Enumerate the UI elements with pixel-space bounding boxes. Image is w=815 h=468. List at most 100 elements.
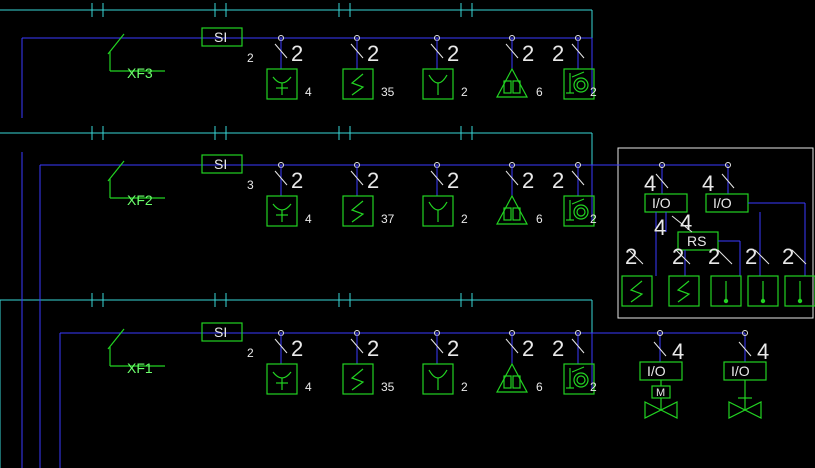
- device: 26: [495, 35, 543, 99]
- device: 22: [552, 330, 597, 395]
- device-subcount: 37: [381, 212, 395, 226]
- sensor-s-icon: [342, 363, 374, 395]
- device: 24: [266, 35, 312, 100]
- device-count: 2: [447, 336, 459, 361]
- device-count: 2: [367, 336, 379, 361]
- sensor-s-icon: [342, 68, 374, 100]
- device-subcount: 2: [590, 212, 597, 226]
- panel-count-io-left: 4: [644, 171, 656, 196]
- rs-module-label: RS: [687, 233, 706, 249]
- actuator-count-left: 4: [672, 339, 684, 364]
- device-subcount: 4: [305, 380, 312, 394]
- motor-valve-icon: M: [644, 380, 678, 419]
- sensor-y-icon: [422, 363, 454, 395]
- device: 2 35: [342, 330, 395, 395]
- actuator-io-left-label: I/O: [647, 363, 666, 379]
- actuator-count-right: 4: [757, 339, 769, 364]
- si-label: SI: [214, 29, 227, 45]
- device-count: 2: [552, 336, 564, 361]
- panel-count-io-right: 4: [702, 171, 714, 196]
- alarm-triangle-icon: [495, 362, 529, 393]
- si-box: [201, 154, 243, 174]
- device-subcount: 4: [305, 85, 312, 99]
- si-count: 2: [247, 346, 254, 360]
- si-label: SI: [214, 324, 227, 340]
- sensor-s-icon: [629, 280, 644, 303]
- si-count: 2: [247, 51, 254, 65]
- panel-field-count: 2: [625, 244, 637, 269]
- device: 24: [266, 330, 312, 395]
- panel-field-device: 2: [621, 244, 653, 307]
- device: 22: [422, 162, 468, 227]
- device: 24: [266, 162, 312, 227]
- si-box: [201, 27, 243, 47]
- speaker-icon: [563, 68, 595, 100]
- speaker-icon: [563, 195, 595, 227]
- device-count: 2: [447, 168, 459, 193]
- device-subcount: 4: [305, 212, 312, 226]
- sensor-y-icon: [422, 195, 454, 227]
- si-label: SI: [214, 156, 227, 172]
- device-count: 2: [291, 168, 303, 193]
- io-module-left-label: I/O: [652, 195, 671, 211]
- device-count: 2: [447, 41, 459, 66]
- device: 22: [552, 162, 597, 227]
- breaker-switch-icon: [107, 328, 125, 350]
- device: 2 37: [342, 162, 395, 227]
- conduit-markers: [91, 3, 473, 307]
- breaker-switch-icon: [107, 33, 125, 55]
- actuator-io-right-label: I/O: [731, 363, 750, 379]
- device-subcount: 2: [590, 380, 597, 394]
- valve-icon: [728, 380, 762, 419]
- device-count: 2: [522, 168, 534, 193]
- panel-count-mid: 4: [654, 215, 666, 240]
- device-subcount: 6: [536, 85, 543, 99]
- feeder-verticals: [21, 38, 61, 468]
- device: 26: [495, 330, 543, 394]
- si-box: [201, 322, 243, 342]
- device-subcount: 6: [536, 380, 543, 394]
- device-count: 2: [291, 336, 303, 361]
- device: 22: [422, 35, 468, 100]
- device-subcount: 2: [590, 85, 597, 99]
- panel-field-count: 2: [708, 244, 720, 269]
- panel-field-device: 2: [745, 244, 779, 307]
- panel-field-count: 2: [782, 244, 794, 269]
- breaker-label: XF3: [127, 65, 153, 81]
- rs-count: 4: [680, 210, 692, 235]
- device-subcount: 2: [461, 212, 468, 226]
- device: 26: [495, 162, 543, 226]
- device-subcount: 2: [461, 85, 468, 99]
- actuators: 4 4 I/O I/O M: [592, 330, 769, 419]
- sensor-fork-icon: [266, 363, 298, 395]
- sensor-fork-icon: [266, 68, 298, 100]
- sensor-s-icon: [676, 280, 691, 303]
- alarm-triangle-icon: [495, 194, 529, 225]
- panel-field-count: 2: [672, 244, 684, 269]
- panel-field-count: 2: [745, 244, 757, 269]
- conduit-lines: [0, 9, 593, 468]
- device-count: 2: [367, 41, 379, 66]
- breaker-label: XF2: [127, 192, 153, 208]
- device-count: 2: [522, 41, 534, 66]
- breaker-label: XF1: [127, 360, 153, 376]
- breaker-switch-icon: [107, 160, 125, 182]
- device-subcount: 35: [381, 380, 395, 394]
- panel-field-device: 2: [782, 244, 815, 307]
- speaker-icon: [563, 363, 595, 395]
- device: 235: [342, 35, 395, 100]
- device-subcount: 2: [461, 380, 468, 394]
- device-count: 2: [367, 168, 379, 193]
- alarm-triangle-icon: [495, 67, 529, 98]
- si-count: 3: [247, 178, 254, 192]
- panel-field-device: 2: [708, 244, 742, 307]
- device-count: 2: [522, 336, 534, 361]
